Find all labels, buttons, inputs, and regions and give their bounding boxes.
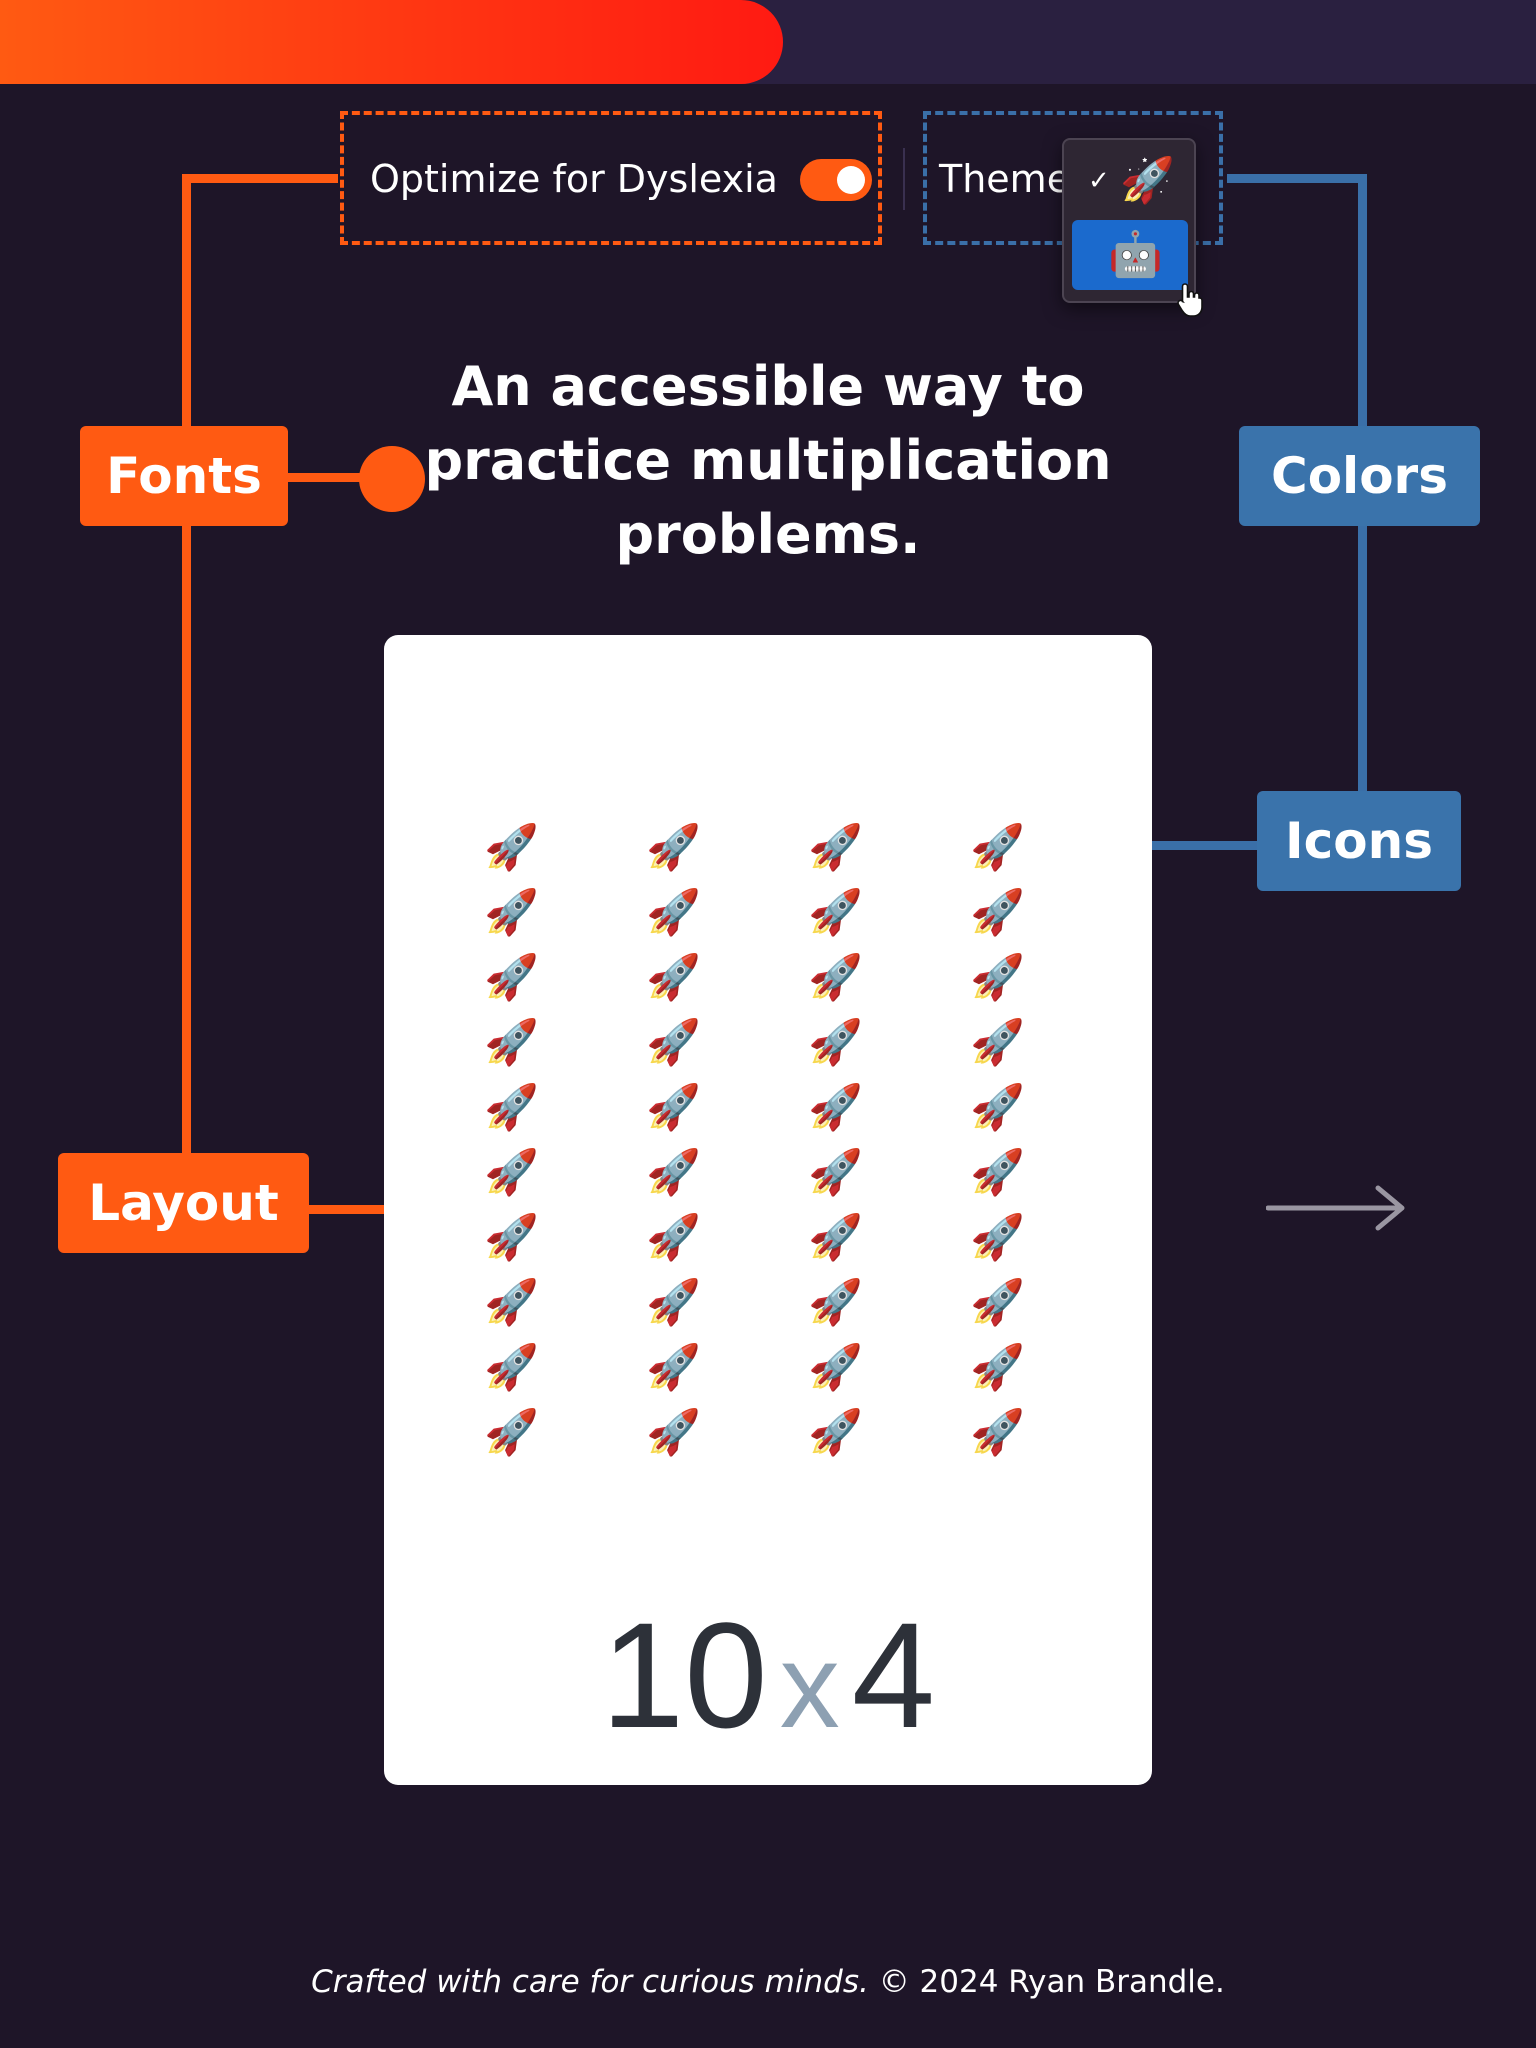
footer: Crafted with care for curious minds. © 2… <box>0 1960 1536 2004</box>
rocket-icon: 🚀 <box>808 887 863 938</box>
rocket-icon: 🚀 <box>808 1017 863 1068</box>
fonts-pointer-dot <box>359 446 425 512</box>
rocket-icon: 🚀 <box>484 952 539 1003</box>
left-connector-line <box>182 174 191 1174</box>
colors-connector-line <box>1227 174 1367 183</box>
rocket-icon: 🚀 <box>808 952 863 1003</box>
icon-grid: 🚀 🚀 🚀 🚀 🚀 🚀 🚀 🚀 🚀 🚀 🚀 🚀 🚀 🚀 🚀 🚀 🚀 🚀 🚀 🚀 🚀 🚀 🚀 🚀 🚀 🚀 🚀 🚀 🚀 🚀 🚀 🚀 🚀 🚀 🚀 🚀 🚀 🚀 🚀 🚀 <box>484 815 1064 1465</box>
rocket-icon: 🚀 <box>484 1277 539 1328</box>
dyslexia-toggle[interactable] <box>800 159 872 201</box>
page-headline: An accessible way to practice multiplica… <box>424 355 1112 566</box>
robot-icon: 🤖 <box>1108 229 1163 280</box>
progress-fill <box>0 0 784 84</box>
rocket-icon: 🚀 <box>646 1407 701 1458</box>
rocket-icon: 🚀 <box>808 1212 863 1263</box>
arrow-right-icon[interactable] <box>1266 1176 1406 1240</box>
rocket-icon: 🚀 <box>1120 155 1175 206</box>
rocket-icon: 🚀 <box>808 1342 863 1393</box>
rocket-icon: 🚀 <box>970 1147 1025 1198</box>
rocket-icon: 🚀 <box>970 1017 1025 1068</box>
rocket-icon: 🚀 <box>808 1277 863 1328</box>
layout-callout: Layout <box>58 1153 309 1253</box>
fonts-connector-line <box>182 174 338 183</box>
colors-callout: Colors <box>1239 426 1480 526</box>
theme-label: Theme <box>939 157 1071 201</box>
rocket-icon: 🚀 <box>484 1147 539 1198</box>
rocket-icon: 🚀 <box>646 1212 701 1263</box>
rocket-icon: 🚀 <box>970 1407 1025 1458</box>
rocket-icon: 🚀 <box>484 1407 539 1458</box>
rocket-icon: 🚀 <box>970 1082 1025 1133</box>
dyslexia-label: Optimize for Dyslexia <box>370 157 778 201</box>
rocket-icon: 🚀 <box>808 822 863 873</box>
rocket-icon: 🚀 <box>646 952 701 1003</box>
rocket-icon: 🚀 <box>808 1407 863 1458</box>
theme-option-rocket[interactable]: ✓ 🚀 <box>1072 148 1188 214</box>
rocket-icon: 🚀 <box>970 1277 1025 1328</box>
problem-left-operand: 10 <box>600 1591 768 1759</box>
rocket-icon: 🚀 <box>646 1342 701 1393</box>
fonts-pointer-line <box>286 473 392 482</box>
hand-cursor-icon <box>1177 283 1203 317</box>
rocket-icon: 🚀 <box>808 1147 863 1198</box>
rocket-icon: 🚀 <box>808 1082 863 1133</box>
theme-option-robot[interactable]: 🤖 <box>1072 220 1188 290</box>
rocket-icon: 🚀 <box>484 1017 539 1068</box>
problem-operator: x <box>779 1619 840 1753</box>
rocket-icon: 🚀 <box>646 1147 701 1198</box>
fonts-callout: Fonts <box>80 426 288 526</box>
theme-dropdown-menu: ✓ 🚀 🤖 <box>1062 138 1196 303</box>
rocket-icon: 🚀 <box>646 1017 701 1068</box>
rocket-icon: 🚀 <box>970 822 1025 873</box>
rocket-icon: 🚀 <box>484 1342 539 1393</box>
check-icon: ✓ <box>1088 166 1110 196</box>
rocket-icon: 🚀 <box>970 1212 1025 1263</box>
layout-pointer-line <box>306 1205 432 1214</box>
flashcard[interactable]: 🚀🚀🚀🚀🚀🚀🚀🚀🚀🚀🚀🚀🚀🚀🚀🚀🚀🚀🚀🚀🚀🚀🚀🚀🚀🚀🚀🚀🚀🚀🚀🚀🚀🚀🚀🚀🚀🚀🚀🚀… <box>384 635 1152 1785</box>
problem-right-operand: 4 <box>851 1591 936 1759</box>
rocket-icon: 🚀 <box>484 1212 539 1263</box>
rocket-icon: 🚀 <box>646 1082 701 1133</box>
toggle-knob <box>837 166 865 194</box>
toolbar-divider <box>903 148 905 210</box>
rocket-icon: 🚀 <box>484 887 539 938</box>
fonts-highlight-box <box>340 111 882 245</box>
rocket-icon: 🚀 <box>484 1082 539 1133</box>
rocket-icon: 🚀 <box>484 822 539 873</box>
footer-copyright: © 2024 Ryan Brandle. <box>878 1964 1225 2000</box>
rocket-icon: 🚀 <box>646 1277 701 1328</box>
rocket-icon: 🚀 <box>646 822 701 873</box>
footer-tagline: Crafted with care for curious minds. <box>311 1964 869 2000</box>
icons-callout: Icons <box>1257 791 1461 891</box>
progress-track <box>0 0 1536 84</box>
rocket-icon: 🚀 <box>646 887 701 938</box>
rocket-icon: 🚀 <box>970 1342 1025 1393</box>
rocket-icon: 🚀 <box>970 887 1025 938</box>
rocket-icon: 🚀 <box>970 952 1025 1003</box>
